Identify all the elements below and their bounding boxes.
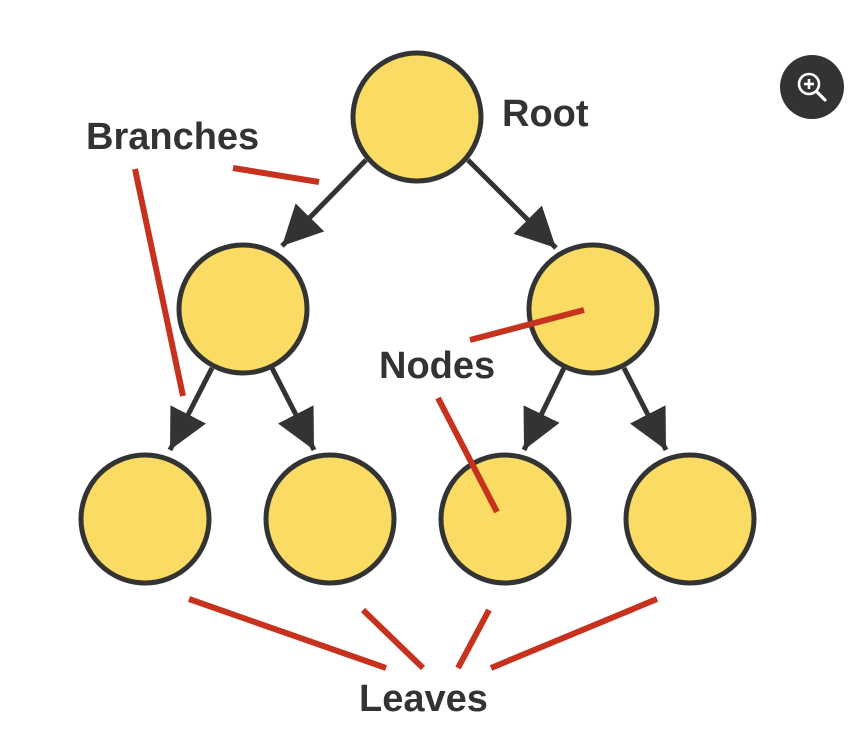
nodes-pointer-down <box>435 396 500 514</box>
leaf-node <box>438 452 572 586</box>
right-child-node <box>526 242 660 376</box>
leaf-node <box>623 452 757 586</box>
edges <box>167 158 669 452</box>
nodes <box>78 50 757 586</box>
edge-left-leaf-1 <box>167 366 215 452</box>
leaves-label: Leaves <box>359 678 488 720</box>
branches-pointer-down <box>132 168 186 397</box>
edge-right-leaf-3 <box>521 366 567 452</box>
edge-right-leaf-4 <box>621 366 669 452</box>
nodes-pointer-up <box>469 307 585 343</box>
edge-root-left <box>280 158 368 248</box>
leaf-node <box>263 452 397 586</box>
edge-left-leaf-2 <box>269 366 317 452</box>
leaves-pointer-3 <box>455 608 492 670</box>
leaves-pointer-1 <box>188 596 387 671</box>
root-node <box>350 50 484 184</box>
nodes-label: Nodes <box>379 345 495 387</box>
branches-label: Branches <box>86 116 259 158</box>
edge-root-right <box>466 158 558 250</box>
leaves-pointer-2 <box>360 607 426 671</box>
branches-pointer-edge <box>232 165 320 185</box>
root-label: Root <box>502 93 589 135</box>
zoom-in-button[interactable] <box>780 55 844 119</box>
leaf-node <box>78 452 212 586</box>
leaves-pointer-4 <box>489 596 659 671</box>
left-child-node <box>176 242 310 376</box>
zoom-in-icon <box>797 72 827 102</box>
pointer-lines <box>132 165 659 671</box>
